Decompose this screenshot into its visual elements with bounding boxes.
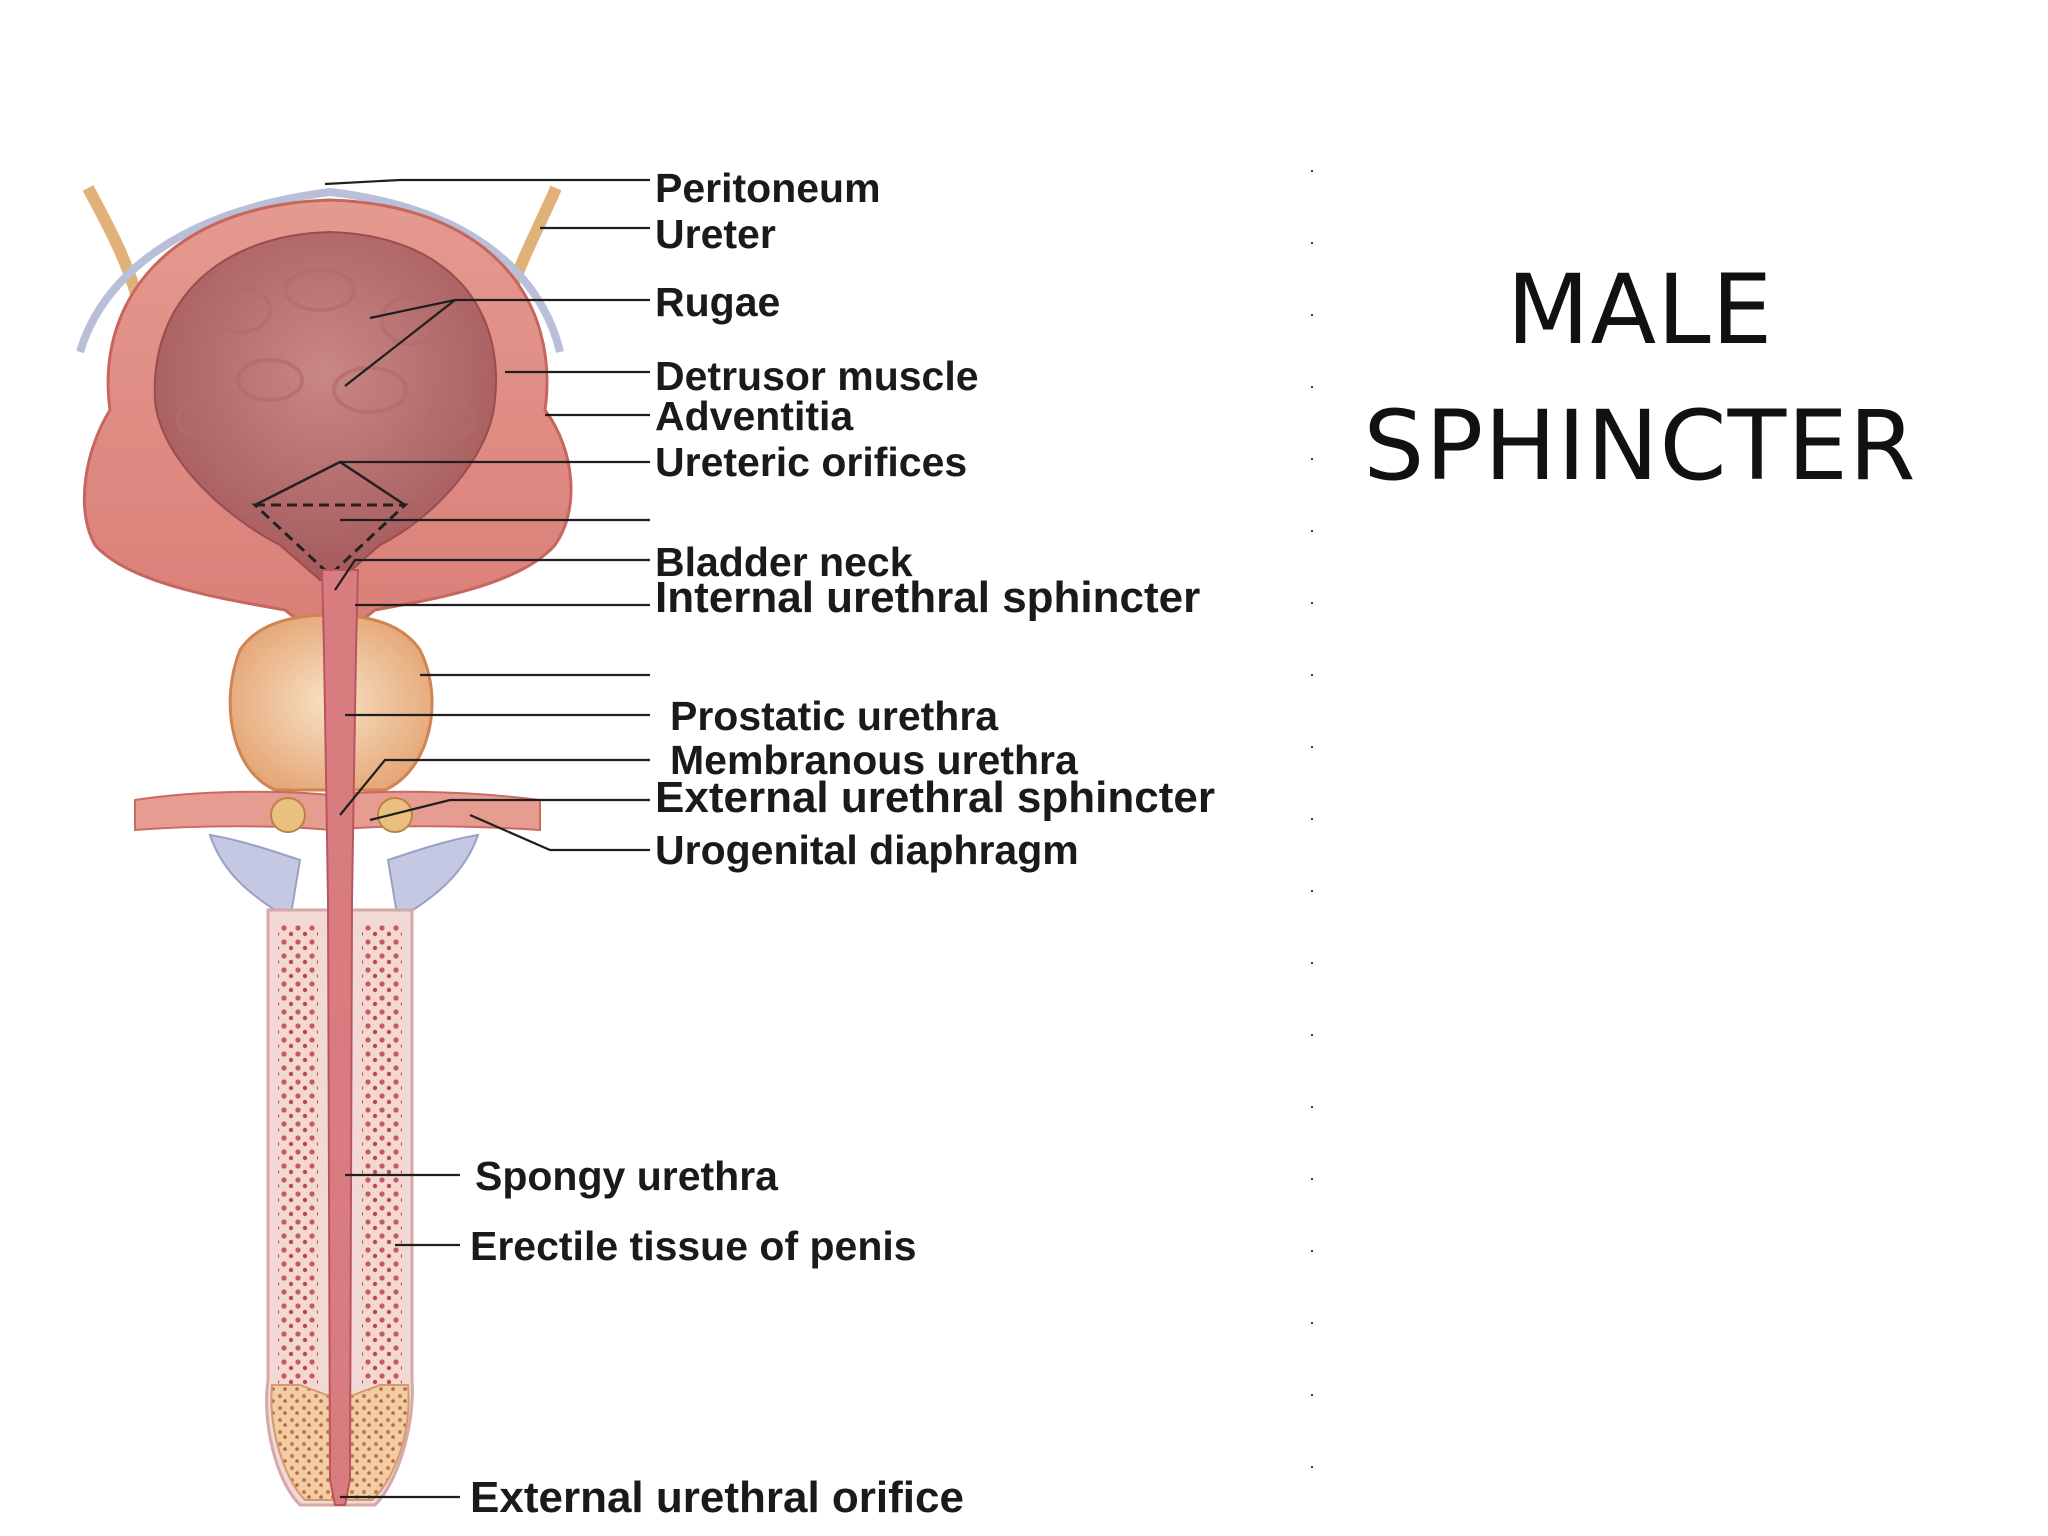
label-bladder-neck: Bladder neck	[655, 539, 913, 585]
slide-title-line2: SPHINCTER	[1363, 390, 1917, 502]
label-internal-urethral-sphincter: Internal urethral sphincter	[655, 573, 1200, 622]
label-ureteric-orifices: Ureteric orifices	[655, 439, 967, 485]
label-detrusor-muscle: Detrusor muscle	[655, 353, 979, 399]
leader-lines	[324, 178, 650, 1499]
rugae-folds	[176, 268, 476, 440]
left-corpus	[278, 925, 318, 1385]
peritoneum-layer	[76, 187, 564, 354]
right-bulbourethral-gland	[377, 797, 413, 833]
label-peritoneum: Peritoneum	[655, 165, 881, 211]
label-external-urethral-orifice: External urethral orifice	[470, 1473, 964, 1522]
bladder-lumen	[153, 230, 497, 581]
label-urogenital-diaphragm: Urogenital diaphragm	[655, 827, 1079, 873]
left-crus	[208, 833, 302, 922]
label-spongy-urethra: Spongy urethra	[475, 1153, 779, 1199]
bladder-urethra-diagram: Peritoneum Ureter Rugae Detrusor muscle …	[76, 165, 1313, 1530]
label-erectile-tissue: Erectile tissue of penis	[470, 1223, 917, 1269]
slide-title-line1: MALE	[1506, 254, 1774, 366]
label-rugae: Rugae	[655, 279, 780, 325]
trigone	[251, 503, 409, 578]
right-corpus	[362, 925, 402, 1385]
left-bulbourethral-gland	[270, 797, 306, 833]
label-external-urethral-sphincter: External urethral sphincter	[655, 773, 1215, 822]
label-membranous-urethra: Membranous urethra	[670, 737, 1079, 783]
right-crus	[386, 833, 480, 922]
label-adventitia: Adventitia	[655, 393, 854, 439]
label-prostatic-urethra: Prostatic urethra	[670, 693, 999, 739]
label-ureter: Ureter	[655, 211, 776, 257]
left-ureter	[82, 185, 144, 302]
